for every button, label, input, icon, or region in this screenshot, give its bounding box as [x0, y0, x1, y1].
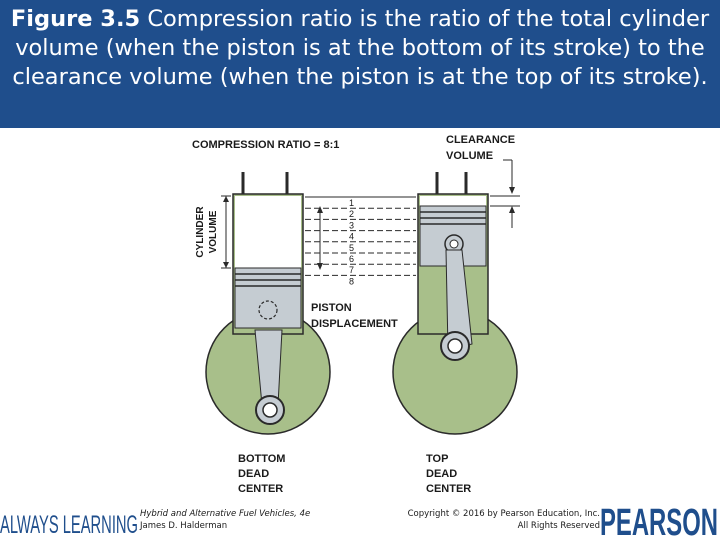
pearson-logo: PEARSON	[600, 502, 718, 540]
scale-mark-label: 4	[349, 232, 354, 242]
tdc-clearance-volume	[420, 196, 486, 206]
always-learning-text: ALWAYS LEARNING	[0, 511, 138, 539]
bdc-label-2: DEAD	[238, 468, 269, 480]
scale-mark-label: 3	[349, 220, 354, 230]
cylinder-volume-label-2: VOLUME	[208, 210, 219, 253]
clearance-label-1: CLEARANCE	[446, 134, 515, 146]
scale-mark-label: 7	[349, 265, 354, 275]
bdc-label-3: CENTER	[238, 483, 283, 495]
scale-mark-label: 6	[349, 254, 354, 264]
piston-displacement-label-1: PISTON	[311, 302, 352, 314]
figure-label: Figure 3.5	[10, 6, 141, 32]
piston-displacement-arrow	[317, 206, 323, 270]
copyright-line-1: Copyright © 2016 by Pearson Education, I…	[407, 509, 600, 519]
copyright-line-2: All Rights Reserved	[517, 521, 600, 531]
tdc-label-1: TOP	[426, 453, 448, 465]
bdc-cylinder-volume	[235, 196, 301, 268]
figure-caption: Figure 3.5 Compression ratio is the rati…	[6, 5, 714, 92]
footer	[0, 498, 720, 540]
tdc-label-3: CENTER	[426, 483, 471, 495]
bdc-label-1: BOTTOM	[238, 453, 285, 465]
figure-caption-text: Compression ratio is the ratio of the to…	[12, 6, 710, 90]
clearance-volume-arrows	[490, 159, 520, 228]
always-learning-logo: ALWAYS LEARNING	[0, 511, 138, 539]
caption-banner: Figure 3.5 Compression ratio is the rati…	[0, 0, 720, 128]
tdc-engine	[392, 172, 518, 435]
scale-mark-label: 8	[349, 276, 354, 286]
cylinder-volume-bracket	[221, 195, 231, 269]
scale-mark-label: 2	[349, 209, 354, 219]
scale-mark-label: 1	[349, 198, 354, 208]
scale-mark-label: 5	[349, 243, 354, 253]
book-title: Hybrid and Alternative Fuel Vehicles, 4e	[140, 509, 311, 519]
pearson-text: PEARSON	[600, 502, 718, 540]
cylinder-volume-label-1: CYLINDER	[195, 206, 206, 258]
bdc-engine	[205, 172, 331, 435]
compression-ratio-label: COMPRESSION RATIO = 8:1	[192, 139, 339, 151]
tdc-label-2: DEAD	[426, 468, 457, 480]
piston-displacement-label-2: DISPLACEMENT	[311, 318, 398, 330]
book-author: James D. Halderman	[140, 521, 228, 531]
tdc-connecting-rod	[445, 249, 473, 351]
clearance-label-2: VOLUME	[446, 150, 493, 162]
